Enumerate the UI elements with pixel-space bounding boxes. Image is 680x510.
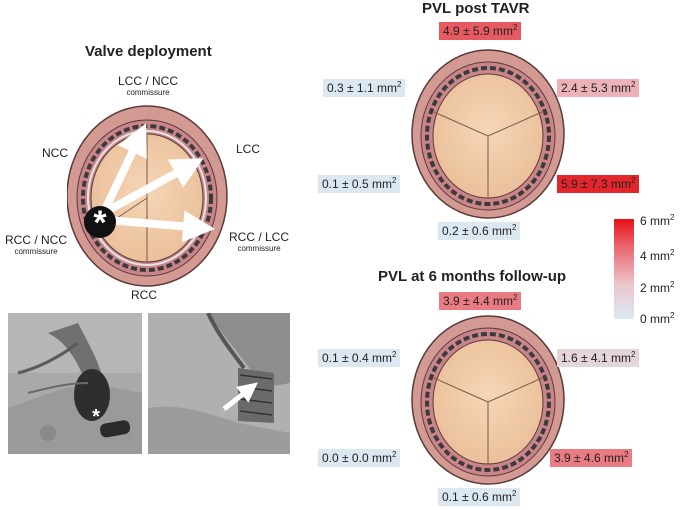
legend-tick-text: 2 mm [640,281,670,295]
coaptation-line-1 [433,377,489,403]
coaptation-line-2 [487,111,543,137]
valve-stent-frame [425,332,551,472]
value-unit-sup: 2 [512,23,518,32]
legend-tick-6: 6 mm2 [640,213,674,228]
deployment-title: Valve deployment [85,43,212,60]
color-scale-bar [614,219,634,319]
coaptation-line-2 [487,377,543,403]
value-unit-sup: 2 [391,176,397,185]
legend-tick-4: 4 mm2 [640,248,674,263]
post-tavr-value-upper-left: 0.3 ± 1.1 mm2 [323,79,406,97]
fluoro-marker-star: * [92,406,100,428]
six-months-value-lower-left: 0.0 ± 0.0 mm2 [318,449,401,467]
value-text: 2.4 ± 5.3 mm [561,81,631,95]
value-unit-sup: 2 [391,450,397,459]
post-tavr-value-top: 4.9 ± 5.9 mm2 [439,22,522,40]
value-text: 3.9 ± 4.4 mm [443,294,513,308]
post-tavr-value-lower-left: 0.1 ± 0.5 mm2 [318,175,401,193]
legend-tick-sup: 2 [670,248,675,257]
valve-stent-frame [81,124,213,272]
value-unit-sup: 2 [630,80,636,89]
deployment-arrow-right [106,210,215,243]
value-text: 0.2 ± 0.6 mm [442,224,512,238]
six-months-value-lower-right: 3.9 ± 4.6 mm2 [550,449,633,467]
label-rcc-lcc-sub: commissure [237,244,281,253]
value-unit-sup: 2 [511,223,517,232]
legend-tick-2: 2 mm2 [640,280,674,295]
label-lcc-ncc: LCC / NCC commissure [108,74,188,97]
value-text: 0.1 ± 0.5 mm [322,177,392,191]
fluoro-arrow [222,382,258,411]
value-unit-sup: 2 [623,450,629,459]
legend-tick-text: 4 mm [640,249,670,263]
valve-stent-frame-inner [87,130,207,266]
value-unit-sup: 2 [630,176,636,185]
label-rcc-ncc: RCC / NCC commissure [0,233,72,256]
value-text: 3.9 ± 4.6 mm [554,451,624,465]
deployment-marker-star: * [93,204,107,242]
label-ncc: NCC [42,146,68,160]
legend-tick-text: 6 mm [640,214,670,228]
value-text: 0.1 ± 0.4 mm [322,351,392,365]
value-unit-sup: 2 [511,489,517,498]
legend-tick-text: 0 mm [640,312,670,326]
label-rcc-lcc: RCC / LCC commissure [224,230,294,253]
value-unit-sup: 2 [630,350,636,359]
label-rcc-ncc-text: RCC / NCC [5,233,67,247]
post-tavr-value-upper-right: 2.4 ± 5.3 mm2 [557,79,640,97]
six-months-value-top: 3.9 ± 4.4 mm2 [439,292,522,310]
value-unit-sup: 2 [391,350,397,359]
label-rcc-ncc-sub: commissure [14,247,58,256]
post-tavr-value-bottom: 0.2 ± 0.6 mm2 [438,222,521,240]
legend-tick-0: 0 mm2 [640,311,674,326]
six-months-valve-diagram [411,315,565,485]
deployment-marker-circle [84,206,116,238]
label-rcc-lcc-text: RCC / LCC [228,230,289,244]
legend-tick-sup: 2 [670,213,675,222]
value-text: 0.3 ± 1.1 mm [327,81,397,95]
label-lcc-ncc-sub: commissure [126,88,170,97]
value-text: 4.9 ± 5.9 mm [443,24,513,38]
value-text: 0.0 ± 0.0 mm [322,451,392,465]
deployment-valve-diagram: * [67,105,228,287]
deployment-arrow-right-up [103,158,204,216]
value-text: 5.9 ± 7.3 mm [561,177,631,191]
six-months-value-upper-left: 0.1 ± 0.4 mm2 [318,349,401,367]
legend-tick-sup: 2 [670,280,675,289]
value-text: 1.6 ± 4.1 mm [561,351,631,365]
label-rcc: RCC [131,288,157,302]
six-months-value-upper-right: 1.6 ± 4.1 mm2 [557,349,640,367]
label-lcc-ncc-text: LCC / NCC [117,74,178,88]
six-months-value-bottom: 0.1 ± 0.6 mm2 [438,488,521,506]
label-lcc: LCC [236,142,261,156]
value-unit-sup: 2 [512,293,518,302]
coaptation-line-1 [433,111,489,137]
fluoroscopy-image-1: * [8,313,142,454]
fluoroscopy-image-2 [148,313,290,454]
valve-stent-frame [425,66,551,206]
post-tavr-valve-diagram [411,49,565,219]
deployment-arrow-up [97,123,147,220]
post-tavr-title: PVL post TAVR [422,0,530,17]
legend-tick-sup: 2 [670,311,675,320]
value-text: 0.1 ± 0.6 mm [442,490,512,504]
six-months-title: PVL at 6 months follow-up [378,268,567,285]
value-unit-sup: 2 [396,80,402,89]
post-tavr-value-lower-right: 5.9 ± 7.3 mm2 [557,175,640,193]
